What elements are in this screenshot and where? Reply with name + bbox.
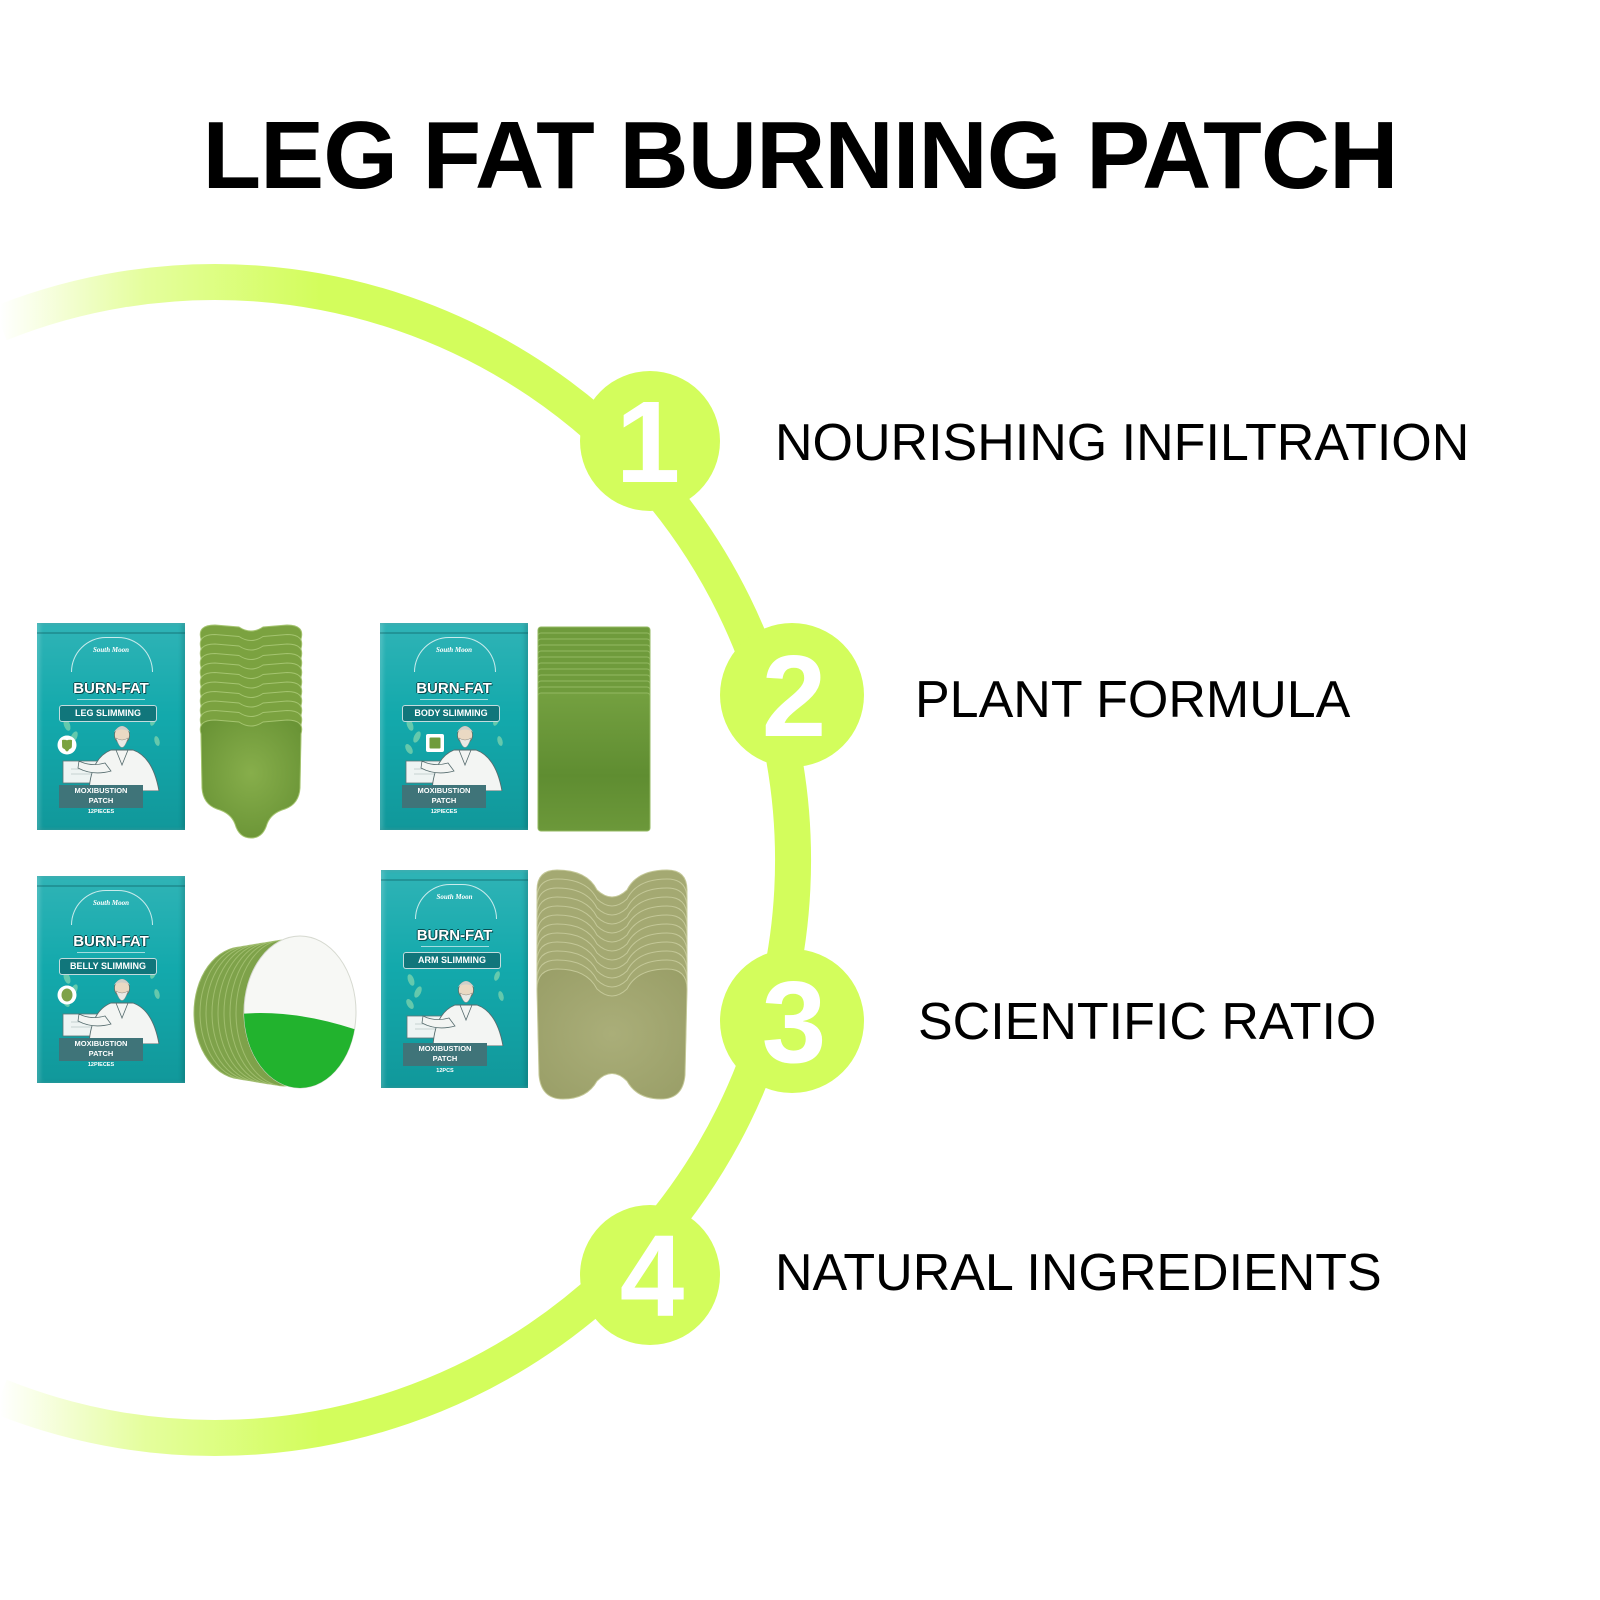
variant-label: ARM SLIMMING xyxy=(403,952,501,969)
feature-label-3: SCIENTIFIC RATIO xyxy=(918,993,1377,1051)
brand-name: South Moon xyxy=(93,646,129,654)
piece-count: 12PIECES xyxy=(430,809,458,815)
elder-illustration xyxy=(405,969,505,1046)
arm-patch-stack xyxy=(536,869,688,1100)
feature-badge-1: 1 xyxy=(580,371,720,511)
arc-track xyxy=(0,264,811,1456)
package-ornament-frame xyxy=(71,637,153,672)
product-package-leg: South Moon BURN-FAT LEG SLIMMING MOXIBUS… xyxy=(37,623,185,830)
ornament-line xyxy=(420,699,488,700)
package-ornament-frame xyxy=(415,884,497,919)
product-name: BURN-FAT xyxy=(416,680,492,697)
product-type-line: PATCH xyxy=(88,796,114,805)
product-type-line: MOXIBUSTION xyxy=(74,1039,128,1048)
piece-count: 12PIECES xyxy=(87,1062,115,1068)
body-patch-stack xyxy=(537,626,651,832)
package-zip-seal xyxy=(381,879,528,881)
package-ornament-frame xyxy=(414,637,496,672)
elder-illustration xyxy=(404,714,504,791)
product-package-arm: South Moon BURN-FAT ARM SLIMMING MOXIBUS… xyxy=(381,870,528,1088)
badge-number: 3 xyxy=(762,957,827,1087)
product-type-line: PATCH xyxy=(432,1054,458,1063)
page-title: LEG FAT BURNING PATCH xyxy=(202,102,1399,209)
badge-number: 1 xyxy=(616,377,681,507)
leg-patch-layer xyxy=(199,719,303,839)
variant-label: BELLY SLIMMING xyxy=(59,958,157,975)
variant-label: LEG SLIMMING xyxy=(59,705,157,722)
product-type-line: PATCH xyxy=(431,796,457,805)
leg-patch-stack xyxy=(199,624,303,839)
package-zip-seal xyxy=(37,885,185,887)
feature-label-2: PLANT FORMULA xyxy=(915,671,1351,729)
brand-name: South Moon xyxy=(436,893,473,901)
package-zip-seal xyxy=(380,632,528,634)
ornament-line xyxy=(77,952,145,953)
feature-label-4: NATURAL INGREDIENTS xyxy=(775,1244,1382,1302)
oval-patch-icon xyxy=(57,985,77,1005)
product-type-label: MOXIBUSTION PATCH xyxy=(59,1038,143,1061)
feature-badge-3: 3 xyxy=(720,949,864,1093)
brand-name: South Moon xyxy=(93,899,129,907)
product-name: BURN-FAT xyxy=(416,927,493,944)
badge-number: 2 xyxy=(762,631,827,761)
badge-circle xyxy=(580,1205,720,1345)
leg-patch-icon xyxy=(57,735,77,755)
feature-label-1: NOURISHING INFILTRATION xyxy=(775,414,1470,472)
product-name: BURN-FAT xyxy=(73,933,149,950)
product-package-belly: South Moon BURN-FAT BELLY SLIMMING MOXIB… xyxy=(37,876,185,1083)
feature-badge-2: 2 xyxy=(720,623,864,767)
product-type-line: MOXIBUSTION xyxy=(417,786,471,795)
product-type-line: PATCH xyxy=(88,1049,114,1058)
ornament-line xyxy=(421,946,489,947)
badge-circle xyxy=(720,623,864,767)
square-patch-icon xyxy=(426,734,444,752)
product-type-line: MOXIBUSTION xyxy=(418,1044,472,1053)
piece-count: 12PIECES xyxy=(87,809,115,815)
package-zip-seal xyxy=(37,632,185,634)
feature-badge-4: 4 xyxy=(580,1205,720,1345)
piece-count: 12PCS xyxy=(436,1068,454,1074)
brand-name: South Moon xyxy=(436,646,472,654)
product-type-label: MOXIBUSTION PATCH xyxy=(59,785,143,808)
product-name: BURN-FAT xyxy=(73,680,149,697)
product-type-label: MOXIBUSTION PATCH xyxy=(403,1043,487,1066)
product-package-body: South Moon BURN-FAT BODY SLIMMING MOXIBU… xyxy=(380,623,528,830)
product-type-line: MOXIBUSTION xyxy=(74,786,128,795)
variant-label: BODY SLIMMING xyxy=(402,705,500,722)
product-type-label: MOXIBUSTION PATCH xyxy=(402,785,486,808)
badge-circle xyxy=(580,371,720,511)
belly-patch-stack xyxy=(193,935,357,1089)
badge-number: 4 xyxy=(620,1211,685,1341)
ornament-line xyxy=(77,699,145,700)
badge-circle xyxy=(720,949,864,1093)
package-ornament-frame xyxy=(71,890,153,925)
body-patch-layer xyxy=(537,692,651,832)
